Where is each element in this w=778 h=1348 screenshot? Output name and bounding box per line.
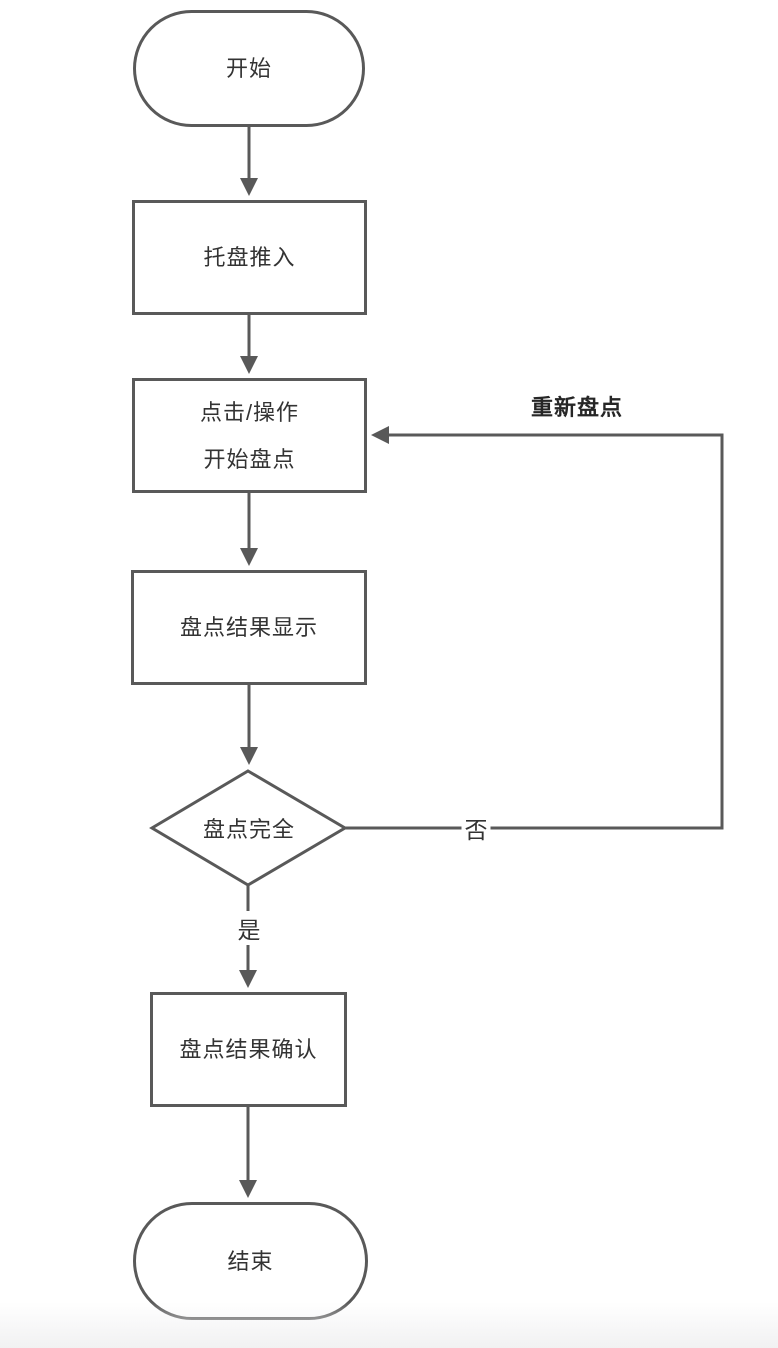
page-bottom-fade	[0, 1302, 778, 1348]
connector-decision-no-loopback	[345, 426, 724, 830]
node-decision-label: 盘点完全	[202, 817, 296, 842]
node-start-inventory-label-line2: 开始盘点	[203, 446, 296, 472]
node-start-inventory: 点击/操作 开始盘点	[132, 378, 367, 493]
node-result-confirm-label: 盘点结果确认	[179, 1037, 318, 1062]
node-start: 开始	[133, 10, 365, 127]
node-result-display: 盘点结果显示	[131, 570, 367, 685]
node-end: 结束	[133, 1202, 368, 1320]
node-tray-insert: 托盘推入	[132, 200, 367, 315]
node-result-confirm: 盘点结果确认	[150, 992, 347, 1107]
node-end-label: 结束	[227, 1248, 274, 1274]
node-start-label: 开始	[225, 56, 272, 81]
edge-label-yes: 是	[234, 911, 264, 945]
decision-diamond-shape	[149, 769, 348, 887]
edge-label-no: 否	[461, 811, 491, 845]
node-tray-insert-label: 托盘推入	[203, 245, 296, 270]
edge-label-redo-inventory: 重新盘点	[530, 395, 624, 420]
node-start-inventory-label-line1: 点击/操作	[199, 399, 300, 425]
node-result-display-label: 盘点结果显示	[179, 615, 318, 640]
